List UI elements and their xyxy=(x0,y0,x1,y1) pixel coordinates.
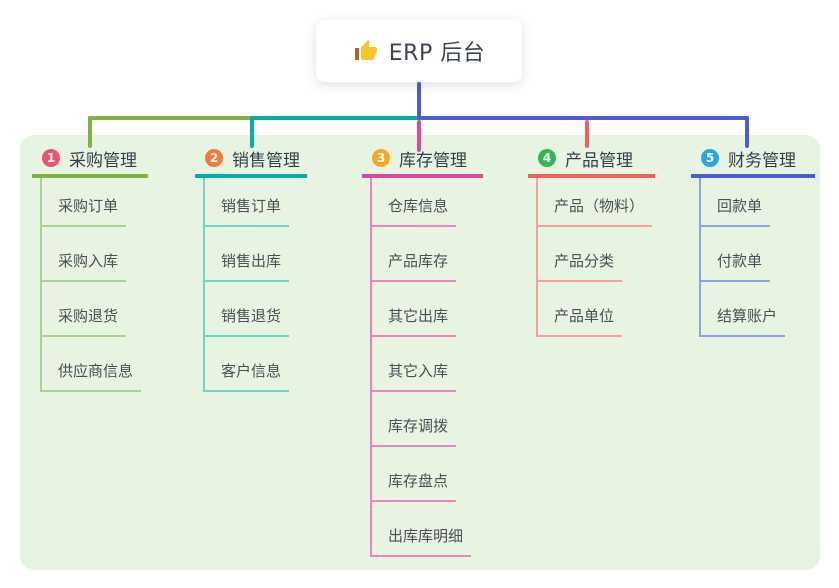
root-node[interactable]: ERP 后台 xyxy=(316,20,522,82)
child-node-label: 采购入库 xyxy=(40,250,127,282)
branch-number-badge: 4 xyxy=(538,149,556,167)
child-node-label: 库存盘点 xyxy=(370,470,457,502)
child-node[interactable]: 其它入库 xyxy=(362,337,483,392)
child-node[interactable]: 库存调拨 xyxy=(362,392,483,447)
child-node-label: 采购退货 xyxy=(40,305,127,337)
branch-header-label: 销售管理 xyxy=(232,150,300,171)
child-node-label: 供应商信息 xyxy=(40,360,142,392)
child-node[interactable]: 库存盘点 xyxy=(362,447,483,502)
child-node-label: 其它出库 xyxy=(370,305,457,337)
child-node[interactable]: 供应商信息 xyxy=(32,337,148,392)
child-node-label: 产品（物料） xyxy=(536,195,653,227)
branch-finance: 5 财务管理 回款单 付款单 结算账户 xyxy=(691,146,815,337)
child-node[interactable]: 结算账户 xyxy=(691,282,815,337)
connector-rail-branch2 xyxy=(250,116,419,120)
connector-drop-branch5 xyxy=(745,116,749,148)
child-node[interactable]: 产品库存 xyxy=(362,227,483,282)
child-node[interactable]: 付款单 xyxy=(691,227,815,282)
child-node-label: 产品单位 xyxy=(536,305,623,337)
child-node[interactable]: 其它出库 xyxy=(362,282,483,337)
branch-header[interactable]: 2 销售管理 xyxy=(195,146,307,178)
branch-children: 产品（物料） 产品分类 产品单位 xyxy=(528,178,655,337)
connector-drop-branch2 xyxy=(250,116,254,148)
child-node[interactable]: 回款单 xyxy=(691,178,815,227)
child-node[interactable]: 产品（物料） xyxy=(528,178,655,227)
branch-header-label: 财务管理 xyxy=(728,150,796,171)
branch-sales: 2 销售管理 销售订单 销售出库 销售退货 客户信息 xyxy=(195,146,307,392)
branch-children: 采购订单 采购入库 采购退货 供应商信息 xyxy=(32,178,148,392)
child-node[interactable]: 出库库明细 xyxy=(362,502,483,557)
branch-product: 4 产品管理 产品（物料） 产品分类 产品单位 xyxy=(528,146,655,337)
child-node[interactable]: 采购订单 xyxy=(32,178,148,227)
child-node-label: 销售退货 xyxy=(203,305,290,337)
mindmap-background-panel xyxy=(20,135,820,570)
child-node-label: 结算账户 xyxy=(699,305,786,337)
root-node-title: ERP 后台 xyxy=(388,41,486,66)
branch-number-badge: 2 xyxy=(205,149,223,167)
branch-header[interactable]: 1 采购管理 xyxy=(32,146,148,178)
child-node-label: 回款单 xyxy=(699,195,771,227)
connector-rail-branch5 xyxy=(417,116,747,120)
child-node-label: 采购订单 xyxy=(40,195,127,227)
branch-header-label: 库存管理 xyxy=(399,150,467,171)
branch-number-badge: 5 xyxy=(701,149,719,167)
child-node-label: 销售订单 xyxy=(203,195,290,227)
branch-header-label: 采购管理 xyxy=(69,150,137,171)
child-node-label: 客户信息 xyxy=(203,360,290,392)
branch-children: 仓库信息 产品库存 其它出库 其它入库 库存调拨 库存盘点 出库库明细 xyxy=(362,178,483,557)
child-node[interactable]: 产品分类 xyxy=(528,227,655,282)
branch-header[interactable]: 3 库存管理 xyxy=(362,146,483,178)
branch-children: 回款单 付款单 结算账户 xyxy=(691,178,815,337)
branch-number-badge: 3 xyxy=(372,149,390,167)
child-node-label: 付款单 xyxy=(699,250,771,282)
child-node[interactable]: 产品单位 xyxy=(528,282,655,337)
child-node-label: 产品库存 xyxy=(370,250,457,282)
connector-drop-branch3 xyxy=(417,120,421,152)
child-node[interactable]: 采购退货 xyxy=(32,282,148,337)
thumbs-up-icon xyxy=(354,40,377,60)
branch-inventory: 3 库存管理 仓库信息 产品库存 其它出库 其它入库 库存调拨 库存盘点 出库库… xyxy=(362,146,483,557)
branch-procurement: 1 采购管理 采购订单 采购入库 采购退货 供应商信息 xyxy=(32,146,148,392)
child-node[interactable]: 销售订单 xyxy=(195,178,307,227)
branch-header[interactable]: 5 财务管理 xyxy=(691,146,815,178)
child-node[interactable]: 仓库信息 xyxy=(362,178,483,227)
branch-children: 销售订单 销售出库 销售退货 客户信息 xyxy=(195,178,307,392)
child-node-label: 出库库明细 xyxy=(370,525,472,557)
branch-number-badge: 1 xyxy=(42,149,60,167)
connector-drop-branch1 xyxy=(88,116,92,148)
child-node-label: 其它入库 xyxy=(370,360,457,392)
child-node[interactable]: 销售出库 xyxy=(195,227,307,282)
connector-drop-branch4 xyxy=(585,120,589,148)
child-node[interactable]: 客户信息 xyxy=(195,337,307,392)
child-node[interactable]: 采购入库 xyxy=(32,227,148,282)
branch-header-label: 产品管理 xyxy=(565,150,633,171)
branch-header[interactable]: 4 产品管理 xyxy=(528,146,655,178)
child-node-label: 产品分类 xyxy=(536,250,623,282)
child-node-label: 销售出库 xyxy=(203,250,290,282)
child-node[interactable]: 销售退货 xyxy=(195,282,307,337)
child-node-label: 仓库信息 xyxy=(370,195,457,227)
child-node-label: 库存调拨 xyxy=(370,415,457,447)
root-connector xyxy=(417,82,421,120)
